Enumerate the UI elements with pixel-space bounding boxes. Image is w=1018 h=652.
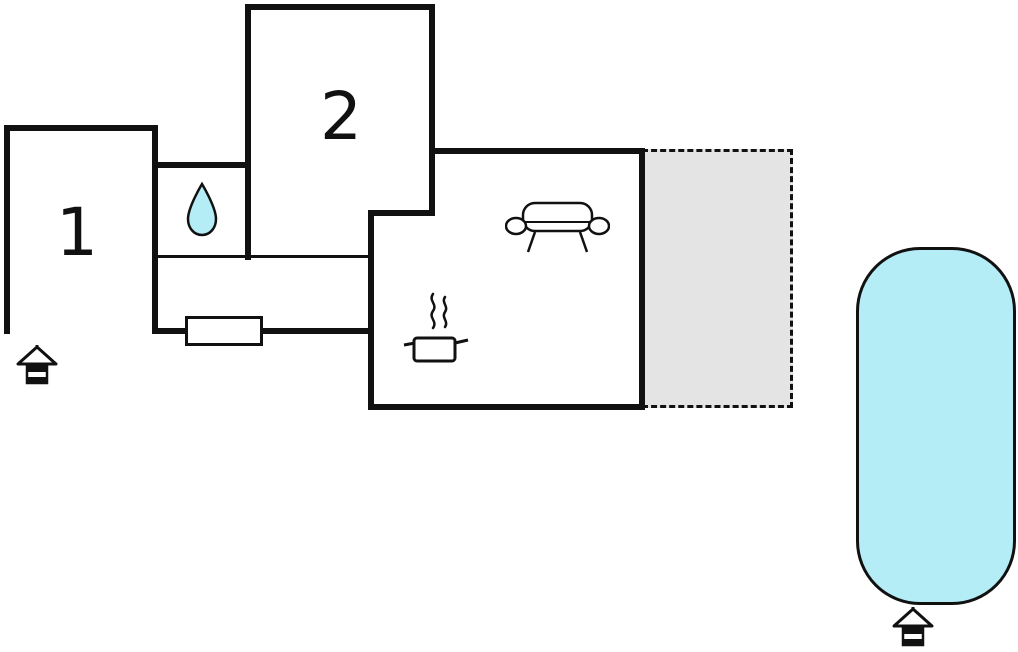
terrace-area: [642, 149, 793, 408]
wall-room1-left: [4, 125, 10, 334]
wall-living-left: [368, 210, 374, 410]
wall-bathroom-top: [152, 162, 251, 168]
wall-room1-right: [152, 125, 158, 334]
north-house-marker-icon: [15, 343, 59, 387]
window-symbol: [185, 316, 263, 346]
wall-hallway-thin: [155, 255, 371, 258]
wall-room1-top: [4, 125, 158, 131]
water-drop-icon: [183, 180, 221, 240]
wall-hallway-bottom: [152, 328, 374, 334]
wall-room2-left: [245, 4, 251, 260]
room-1-label: 1: [56, 194, 98, 271]
wall-room2-top: [245, 4, 435, 10]
stove-pot-icon: [400, 290, 475, 375]
north-house-marker-icon: [891, 605, 935, 649]
wall-living-right: [639, 148, 645, 410]
wall-room2-bottom-step: [368, 210, 435, 216]
room-2-label: 2: [320, 78, 362, 155]
wall-room2-right: [429, 4, 435, 216]
swimming-pool: [856, 247, 1016, 605]
wall-living-top: [429, 148, 645, 154]
sofa-icon: [505, 198, 610, 260]
wall-living-bottom: [368, 404, 645, 410]
